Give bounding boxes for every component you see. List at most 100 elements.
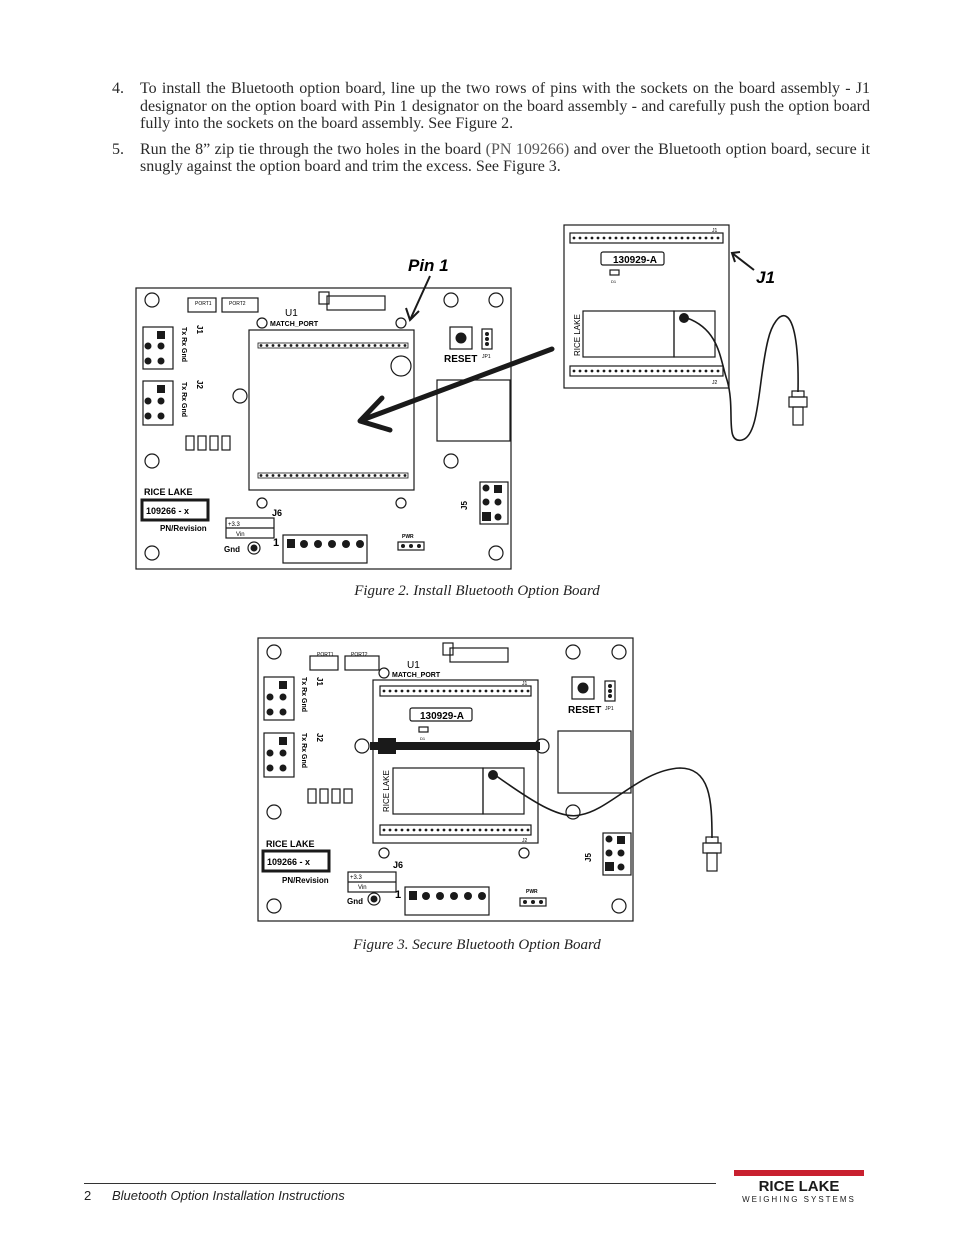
header-pin <box>454 828 458 832</box>
option-j1-label: J1 <box>712 228 718 234</box>
vin-label: Vin <box>236 532 245 538</box>
j1-board-label: J1 <box>195 325 204 334</box>
header-pin <box>460 689 464 693</box>
main-board <box>135 287 512 570</box>
j6-label: J6 <box>393 860 403 870</box>
header-pin <box>596 369 600 373</box>
j5-label: J5 <box>460 501 469 510</box>
header-pin <box>578 369 582 373</box>
header-pin <box>313 344 317 347</box>
header-pin <box>289 474 293 477</box>
header-pin <box>584 369 588 373</box>
header-pin <box>391 474 395 477</box>
header-pin <box>704 369 708 373</box>
option-j1-label: J1 <box>522 681 528 687</box>
pn-box: 109266 - x <box>146 506 189 516</box>
header-pin <box>379 344 383 347</box>
step-text-b: and over the Bluetooth option board, sec… <box>140 140 871 176</box>
header-pin <box>716 369 720 373</box>
header-pin <box>674 369 678 373</box>
pin-one-label: 1 <box>273 537 279 549</box>
header-pin <box>448 689 452 693</box>
header-pin <box>484 689 488 693</box>
header-pin <box>686 369 690 373</box>
header-pin <box>289 344 293 347</box>
header-pin <box>265 344 269 347</box>
header-pin <box>355 344 359 347</box>
logo-wordmark: RICE LAKE <box>759 1178 840 1195</box>
header-pin <box>478 689 482 693</box>
header-pin <box>614 236 618 240</box>
header-pin <box>680 236 684 240</box>
header-pin <box>668 369 672 373</box>
header-pin <box>379 474 383 477</box>
header-pin <box>716 236 720 240</box>
step-text: To install the Bluetooth option board, l… <box>140 80 870 132</box>
header-pin <box>283 474 287 477</box>
port1-label: PORT1 <box>195 301 212 307</box>
figure-3-caption: Figure 3. Secure Bluetooth Option Board <box>353 937 601 953</box>
option-part-label: 130929-A <box>613 255 657 266</box>
j2-pins-label: Tx Rx Gnd <box>180 382 187 417</box>
option-j2-label: J2 <box>522 838 528 844</box>
header-pin <box>698 236 702 240</box>
board-brand: RICE LAKE <box>266 839 315 849</box>
header-pin <box>572 369 576 373</box>
header-pin <box>490 828 494 832</box>
header-pin <box>502 689 506 693</box>
option-brand: RICE LAKE <box>573 314 582 356</box>
header-pin <box>608 369 612 373</box>
header-pin <box>436 828 440 832</box>
header-pin <box>394 689 398 693</box>
header-pin <box>349 344 353 347</box>
header-pin <box>430 689 434 693</box>
header-pin <box>590 236 594 240</box>
header-pin <box>662 369 666 373</box>
header-pin <box>602 369 606 373</box>
header-pin <box>406 689 410 693</box>
header-pin <box>710 236 714 240</box>
header-pin <box>367 474 371 477</box>
header-pin <box>436 689 440 693</box>
plus33-label: +3.3 <box>350 875 363 881</box>
header-pin <box>626 369 630 373</box>
option-brand: RICE LAKE <box>382 770 391 812</box>
header-pin <box>650 236 654 240</box>
step-number: 4. <box>112 80 124 97</box>
u1-label: U1 <box>285 308 298 319</box>
j2-pins-label: Tx Rx Gnd <box>300 733 307 768</box>
header-pin <box>400 828 404 832</box>
header-pin <box>343 344 347 347</box>
header-pin <box>349 474 353 477</box>
header-pin <box>295 344 299 347</box>
header-pin <box>490 689 494 693</box>
header-pin <box>662 236 666 240</box>
header-pin <box>301 344 305 347</box>
header-pin <box>514 828 518 832</box>
header-pin <box>590 369 594 373</box>
logo-tagline: WEIGHING SYSTEMS <box>742 1195 856 1204</box>
header-pin <box>638 236 642 240</box>
header-pin <box>394 828 398 832</box>
header-pin <box>692 236 696 240</box>
header-pin <box>448 828 452 832</box>
header-pin <box>632 369 636 373</box>
pwr-label: PWR <box>402 534 414 540</box>
zip-tie <box>370 742 540 750</box>
jp1-label: JP1 <box>482 354 491 360</box>
board-brand: RICE LAKE <box>144 487 193 497</box>
header-pin <box>614 369 618 373</box>
header-pin <box>460 828 464 832</box>
reset-label: RESET <box>444 354 477 365</box>
header-pin <box>277 474 281 477</box>
header-pin <box>265 474 269 477</box>
j1-pins-label: Tx Rx Gnd <box>180 327 187 362</box>
header-pin <box>307 474 311 477</box>
header-pin <box>430 828 434 832</box>
footer-rule <box>84 1183 716 1184</box>
header-pin <box>466 828 470 832</box>
header-pin <box>508 689 512 693</box>
j2-board-label: J2 <box>315 733 324 742</box>
header-pin <box>572 236 576 240</box>
pn-revision: PN/Revision <box>282 876 329 885</box>
